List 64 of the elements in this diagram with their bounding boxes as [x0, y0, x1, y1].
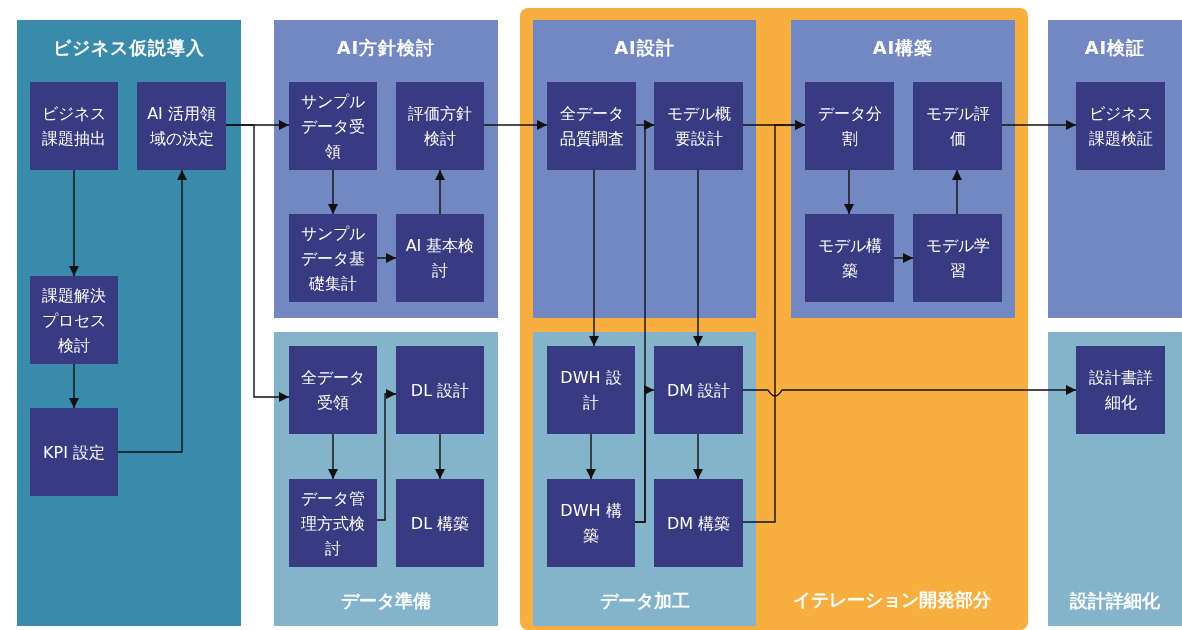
- process-box: 設計書詳細化: [1076, 346, 1165, 434]
- arrow: [634, 120, 655, 523]
- process-box: DL 構築: [396, 479, 484, 567]
- process-box: ビジネス課題検証: [1076, 82, 1165, 170]
- process-box: DM 構築: [654, 479, 743, 567]
- process-box: DL 設計: [396, 346, 484, 434]
- arrow: [844, 169, 854, 215]
- arrow: [328, 169, 338, 215]
- arrow: [376, 389, 397, 521]
- arrow: [435, 433, 445, 480]
- panel-title: イテレーション開発部分: [792, 588, 992, 612]
- arrow: [589, 169, 599, 347]
- panel-title: AI検証: [1083, 36, 1147, 60]
- process-box: モデル評価: [913, 82, 1002, 170]
- arrow: [225, 124, 290, 402]
- process-box: AI 活用領域の決定: [137, 82, 226, 170]
- process-box: 全データ品質調査: [547, 82, 636, 170]
- arrow: [742, 120, 806, 523]
- phase-panel: [274, 20, 498, 318]
- arrow: [69, 169, 79, 277]
- process-box: AI 基本検討: [396, 214, 484, 302]
- phase-panel: [17, 20, 241, 626]
- phase-panel: [1048, 332, 1182, 626]
- process-box: DWH 構築: [547, 479, 635, 567]
- phase-panel: [533, 332, 756, 626]
- process-box: サンプルデータ基礎集計: [289, 214, 377, 302]
- arrow: [693, 169, 703, 347]
- arrow: [117, 169, 187, 453]
- process-box: サンプルデータ受領: [289, 82, 377, 170]
- panel-title: AI方針検討: [335, 36, 437, 60]
- process-box: モデル構築: [805, 214, 894, 302]
- arrow: [483, 120, 548, 130]
- arrow: [952, 169, 962, 215]
- arrow: [742, 385, 1077, 397]
- panel-title: データ準備: [340, 589, 432, 613]
- arrow: [328, 433, 338, 480]
- phase-panel: [274, 332, 498, 626]
- process-box: ビジネス課題抽出: [30, 82, 118, 170]
- panel-title: AI設計: [613, 36, 676, 60]
- arrow: [893, 253, 914, 263]
- phase-panel: [791, 20, 1015, 318]
- process-box: DM 設計: [654, 346, 743, 434]
- phase-panel: [1048, 20, 1182, 318]
- process-box: データ管理方式検討: [289, 479, 377, 567]
- panel-title: 設計詳細化: [1069, 589, 1161, 613]
- process-box: 全データ受領: [289, 346, 377, 434]
- arrow: [376, 253, 397, 263]
- arrow: [1001, 120, 1077, 130]
- phase-panel: [520, 8, 1028, 630]
- phase-panel: [533, 20, 756, 318]
- process-box: KPI 設定: [30, 408, 118, 496]
- panel-title: ビジネス仮説導入: [52, 36, 206, 60]
- arrow: [69, 363, 79, 409]
- process-box: データ分割: [805, 82, 894, 170]
- arrow: [693, 433, 703, 480]
- process-box: モデル概要設計: [654, 82, 743, 170]
- process-box: モデル学習: [913, 214, 1002, 302]
- panel-title: データ加工: [598, 589, 691, 613]
- process-box: DWH 設計: [547, 346, 635, 434]
- process-box: 課題解決プロセス検討: [30, 276, 118, 364]
- panel-title: AI構築: [871, 36, 935, 60]
- arrow: [586, 433, 596, 480]
- arrow: [435, 169, 445, 215]
- process-box: 評価方針検討: [396, 82, 484, 170]
